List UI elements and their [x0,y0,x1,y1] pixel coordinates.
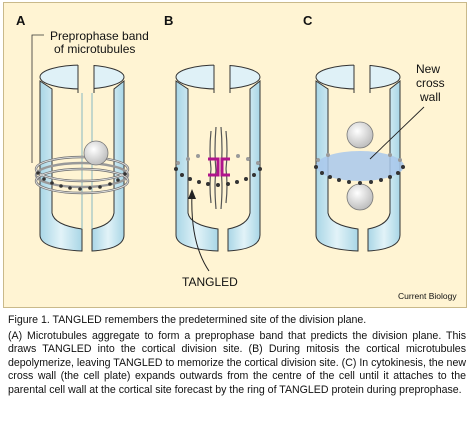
tangled-dots-b [174,154,262,187]
nucleus-c-bottom [346,183,374,211]
chromosomes [208,157,230,177]
tangled-dots-c [314,153,405,185]
panel-label-a: A [16,13,26,28]
cell-a [34,61,130,252]
cell-b [174,61,262,272]
preprophase-leader [31,34,44,163]
nucleus-c-top [346,121,374,149]
tangled-arrow [191,192,210,272]
preprophase-label-line1: Preprophase band [50,29,149,43]
preprophase-label-line2: of microtubules [54,42,135,56]
credit-text: Current Biology [398,291,457,301]
panel-label-c: C [303,13,313,28]
figure-panel: A B C Preprophase ba [3,2,467,308]
cell-c-wall [315,80,359,252]
new-cross-wall-line1: New [416,62,440,76]
cell-a-wall [39,80,83,252]
tangled-label: TANGLED [182,275,238,289]
cell-c [314,61,425,252]
cell-b-wall [175,80,219,252]
new-cross-wall-line3: wall [419,90,441,104]
caption-body: (A) Microtubules aggregate to form a pre… [8,330,466,396]
cross-wall-leader [369,106,425,160]
panel-label-b: B [164,13,173,28]
nucleus-a [83,140,109,166]
cross-wall [316,151,404,181]
tangled-dots-a [36,171,127,191]
new-cross-wall-line2: cross [416,76,445,90]
caption-title: Figure 1. TANGLED remembers the predeter… [8,314,367,326]
diagram-svg: A B C Preprophase ba [16,13,457,301]
